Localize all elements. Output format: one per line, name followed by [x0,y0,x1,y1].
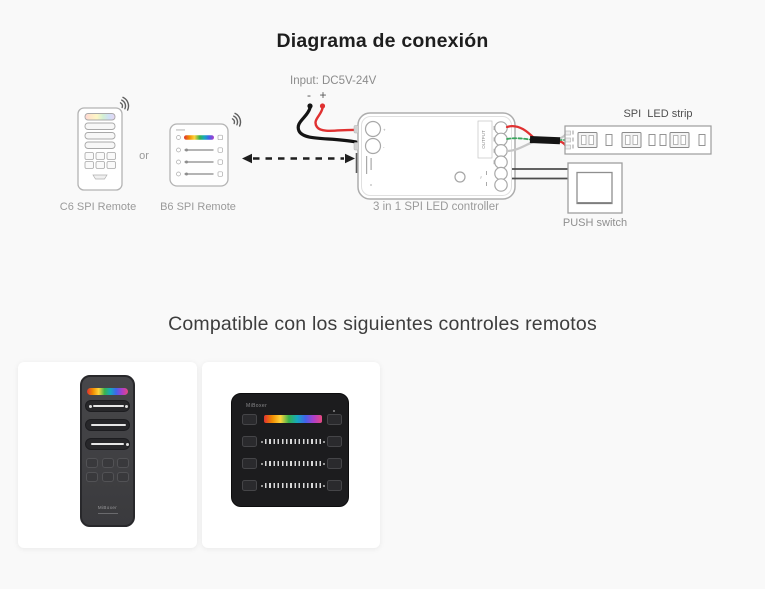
panel-slider [265,461,321,466]
c6-remote-label: C6 SPI Remote [60,201,136,213]
remote-slider [85,438,130,450]
controller-side-markings [366,156,372,186]
product-card-b6: MiBoxer [202,362,380,548]
c6-slider [84,141,116,149]
panel-slider [265,483,321,488]
b6-remote-illustration [169,112,242,187]
push-switch-illustration [512,162,623,214]
svg-text:+: + [383,128,386,133]
negative-wire [296,106,358,144]
c6-slider [84,122,116,130]
svg-text:~: ~ [479,176,485,179]
panel-button [242,436,257,447]
polarity-plus-label: + [319,88,326,102]
remote-button [86,472,98,482]
remote-button [117,458,129,468]
remote-slider [85,419,130,431]
strip-resistors [605,134,706,146]
panel-button [242,458,257,469]
remote-color-bar [87,388,128,395]
input-voltage-label: Input: DC5V-24V [290,75,377,87]
terminal-markings: ~ [479,126,495,186]
remote-button [117,472,129,482]
wireless-signal-icon [231,112,242,127]
connection-diagram: Input: DC5V-24V - + C6 SPI Remote or [60,75,712,229]
remote-button [101,472,114,482]
c6-remote-illustration [77,96,130,191]
svg-text:-: - [383,145,385,150]
c6-color-slider [84,113,116,121]
c6-slider [84,132,116,140]
b6-product-image: MiBoxer [231,393,349,507]
led-chips [577,132,706,148]
product-card-c6: MiBoxer [18,362,197,548]
output-label: OUTPUT [481,130,486,149]
panel-button [327,436,342,447]
output-marking-box [477,120,493,159]
input-terminal [364,120,382,138]
b6-logo-mark [176,129,185,131]
controller-label: 3 in 1 SPI LED controller [373,201,499,213]
c6-logo-mark [92,174,108,180]
compatibility-heading: Compatible con los siguientes controles … [168,313,597,335]
or-label: or [139,150,149,162]
strip-solder-pads [565,130,571,150]
panel-slider [265,439,321,444]
c6-button-grid [84,152,116,169]
panel-button [327,414,342,425]
remote-button [86,458,98,468]
led-strip-label: SPI LED strip [623,108,692,120]
remote-button [101,458,114,468]
led-strip-illustration [564,125,712,155]
brand-logo: MiBoxer [246,403,268,409]
panel-button [242,414,257,425]
panel-button [242,480,257,491]
c6-product-image: MiBoxer [80,375,135,527]
remote-slider [85,400,130,412]
polarity-minus-label: - [307,88,311,102]
b6-remote-label: B6 SPI Remote [160,201,236,213]
page-title: Diagrama de conexión [276,30,489,52]
power-input: Input: DC5V-24V - + [290,75,377,144]
positive-wire-tip [319,103,326,109]
wire-connector [529,136,561,145]
output-terminals [494,121,508,192]
panel-button [327,480,342,491]
strip-wires [505,125,568,153]
strip-pad-markings [572,130,574,149]
brand-logo: MiBoxer [97,505,118,510]
panel-color-slider [264,415,322,423]
push-switch-label: PUSH switch [563,217,627,229]
positive-wire [314,106,359,132]
pairing-button [454,171,466,183]
wireless-link-arrow [242,153,355,164]
wireless-signal-icon [119,96,130,111]
panel-button [327,458,342,469]
controller-illustration: + - OUTPUT ~ [353,112,516,200]
input-terminal [364,137,382,155]
b6-color-slider [184,135,214,140]
